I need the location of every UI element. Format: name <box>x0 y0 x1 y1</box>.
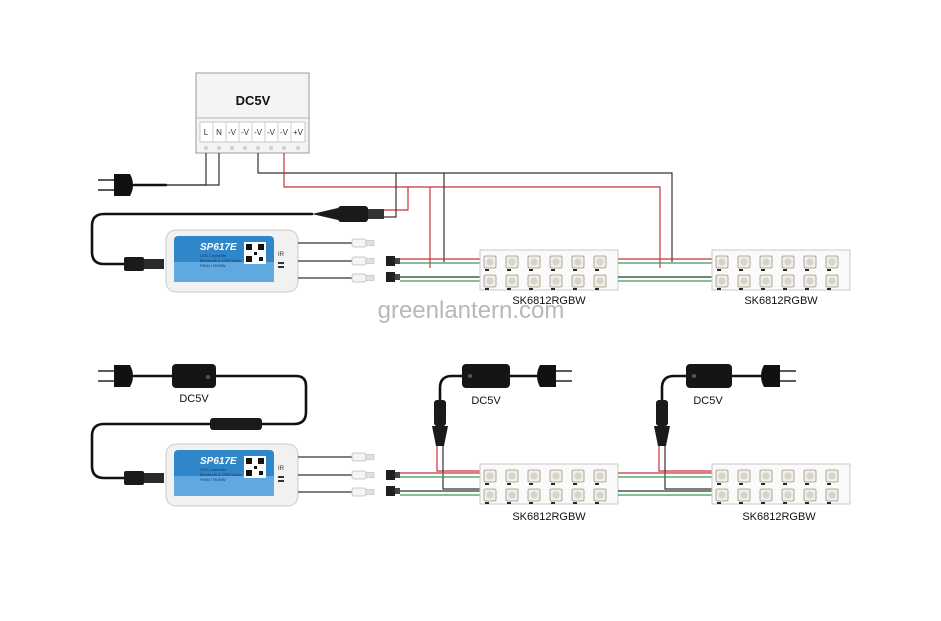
controller-model: SP617E <box>200 242 237 253</box>
dc-plug <box>124 471 164 485</box>
connector-icon <box>351 273 375 283</box>
connector-icon <box>351 238 375 248</box>
controller-text: Bluetooth & USB Music <box>200 258 242 263</box>
adapter-label: DC5V <box>179 393 209 405</box>
terminal-neg: -V <box>267 128 276 137</box>
controller-text: Bluetooth & USB Music <box>200 472 242 477</box>
terminal-neg: -V <box>228 128 237 137</box>
power-supply-dc5v: DC5V L N -V -V -V -V -V +V <box>195 72 310 154</box>
ac-plug-icon <box>761 365 796 387</box>
mains-wire <box>166 153 207 186</box>
terminal-neg: -V <box>241 128 250 137</box>
qr-code-icon <box>244 456 266 478</box>
terminal-block: L N -V -V -V -V -V +V <box>199 121 306 150</box>
dc-inline-connector <box>210 418 262 430</box>
controller-text: LED Controller <box>200 253 227 258</box>
controller-text: LED Controller <box>200 467 227 472</box>
terminal-l: L <box>204 128 209 137</box>
terminal-pos: +V <box>293 128 304 137</box>
power-injection-wire <box>436 446 480 472</box>
dc-barrel-connector <box>312 206 384 222</box>
power-adapter-icon <box>172 364 216 388</box>
controller-text: PWM / RGBW <box>200 263 226 268</box>
jst-connector-icon <box>386 470 400 480</box>
adapter-label: DC5V <box>471 395 501 407</box>
dc-barrel-connector-vertical <box>654 400 670 446</box>
dc-plug <box>124 257 164 271</box>
strip-label: SK6812RGBW <box>512 295 586 307</box>
dc-positive-wire <box>283 153 661 268</box>
led-strip: SK6812RGBW <box>479 463 619 523</box>
led-strip: SK6812RGBW <box>711 463 851 523</box>
controller-model: SP617E <box>200 456 237 467</box>
controller-top: SP617E LED Controller Bluetooth & USB Mu… <box>165 229 299 293</box>
dc-cable <box>660 374 688 402</box>
dc-cable <box>90 212 314 266</box>
power-adapter-icon <box>462 364 510 388</box>
jst-connector-icon <box>386 486 400 496</box>
connector-icon <box>351 487 375 497</box>
jst-connector-icon <box>386 272 400 282</box>
connector-icon <box>351 452 375 462</box>
dc-cable <box>214 374 308 426</box>
ac-plug-icon <box>98 174 133 196</box>
dc-barrel-connector-vertical <box>432 400 448 446</box>
terminal-n: N <box>216 128 222 137</box>
mains-wire <box>166 153 220 186</box>
watermark: greenlantern.com <box>378 297 565 324</box>
dc-positive-wire <box>384 187 409 211</box>
strip-label: SK6812RGBW <box>742 511 816 523</box>
dc-negative-wire <box>257 153 673 262</box>
terminal-neg: -V <box>254 128 263 137</box>
strip-label: SK6812RGBW <box>512 511 586 523</box>
connector-icon <box>351 256 375 266</box>
led-strip: SK6812RGBW <box>711 249 851 307</box>
ir-label: IR <box>278 252 285 258</box>
ac-plug-icon <box>98 365 133 387</box>
controller-text: PWM / RGBW <box>200 477 226 482</box>
dc-negative-wire <box>384 173 397 218</box>
ac-plug-icon <box>537 365 572 387</box>
power-injection-wire <box>664 446 712 490</box>
power-injection-wire <box>442 446 480 490</box>
ir-label: IR <box>278 466 285 472</box>
led-strip: SK6812RGBW <box>479 249 619 307</box>
controller-bottom: SP617E LED Controller Bluetooth & USB Mu… <box>165 443 299 507</box>
terminal-neg: -V <box>280 128 289 137</box>
power-supply-label: DC5V <box>236 93 271 108</box>
dc-cable <box>90 422 212 480</box>
power-adapter-icon <box>686 364 732 388</box>
strip-label: SK6812RGBW <box>744 295 818 307</box>
adapter-label: DC5V <box>693 395 723 407</box>
jst-connector-icon <box>386 256 400 266</box>
connector-icon <box>351 470 375 480</box>
qr-code-icon <box>244 242 266 264</box>
power-injection-wire <box>658 446 712 472</box>
dc-cable <box>438 374 464 402</box>
